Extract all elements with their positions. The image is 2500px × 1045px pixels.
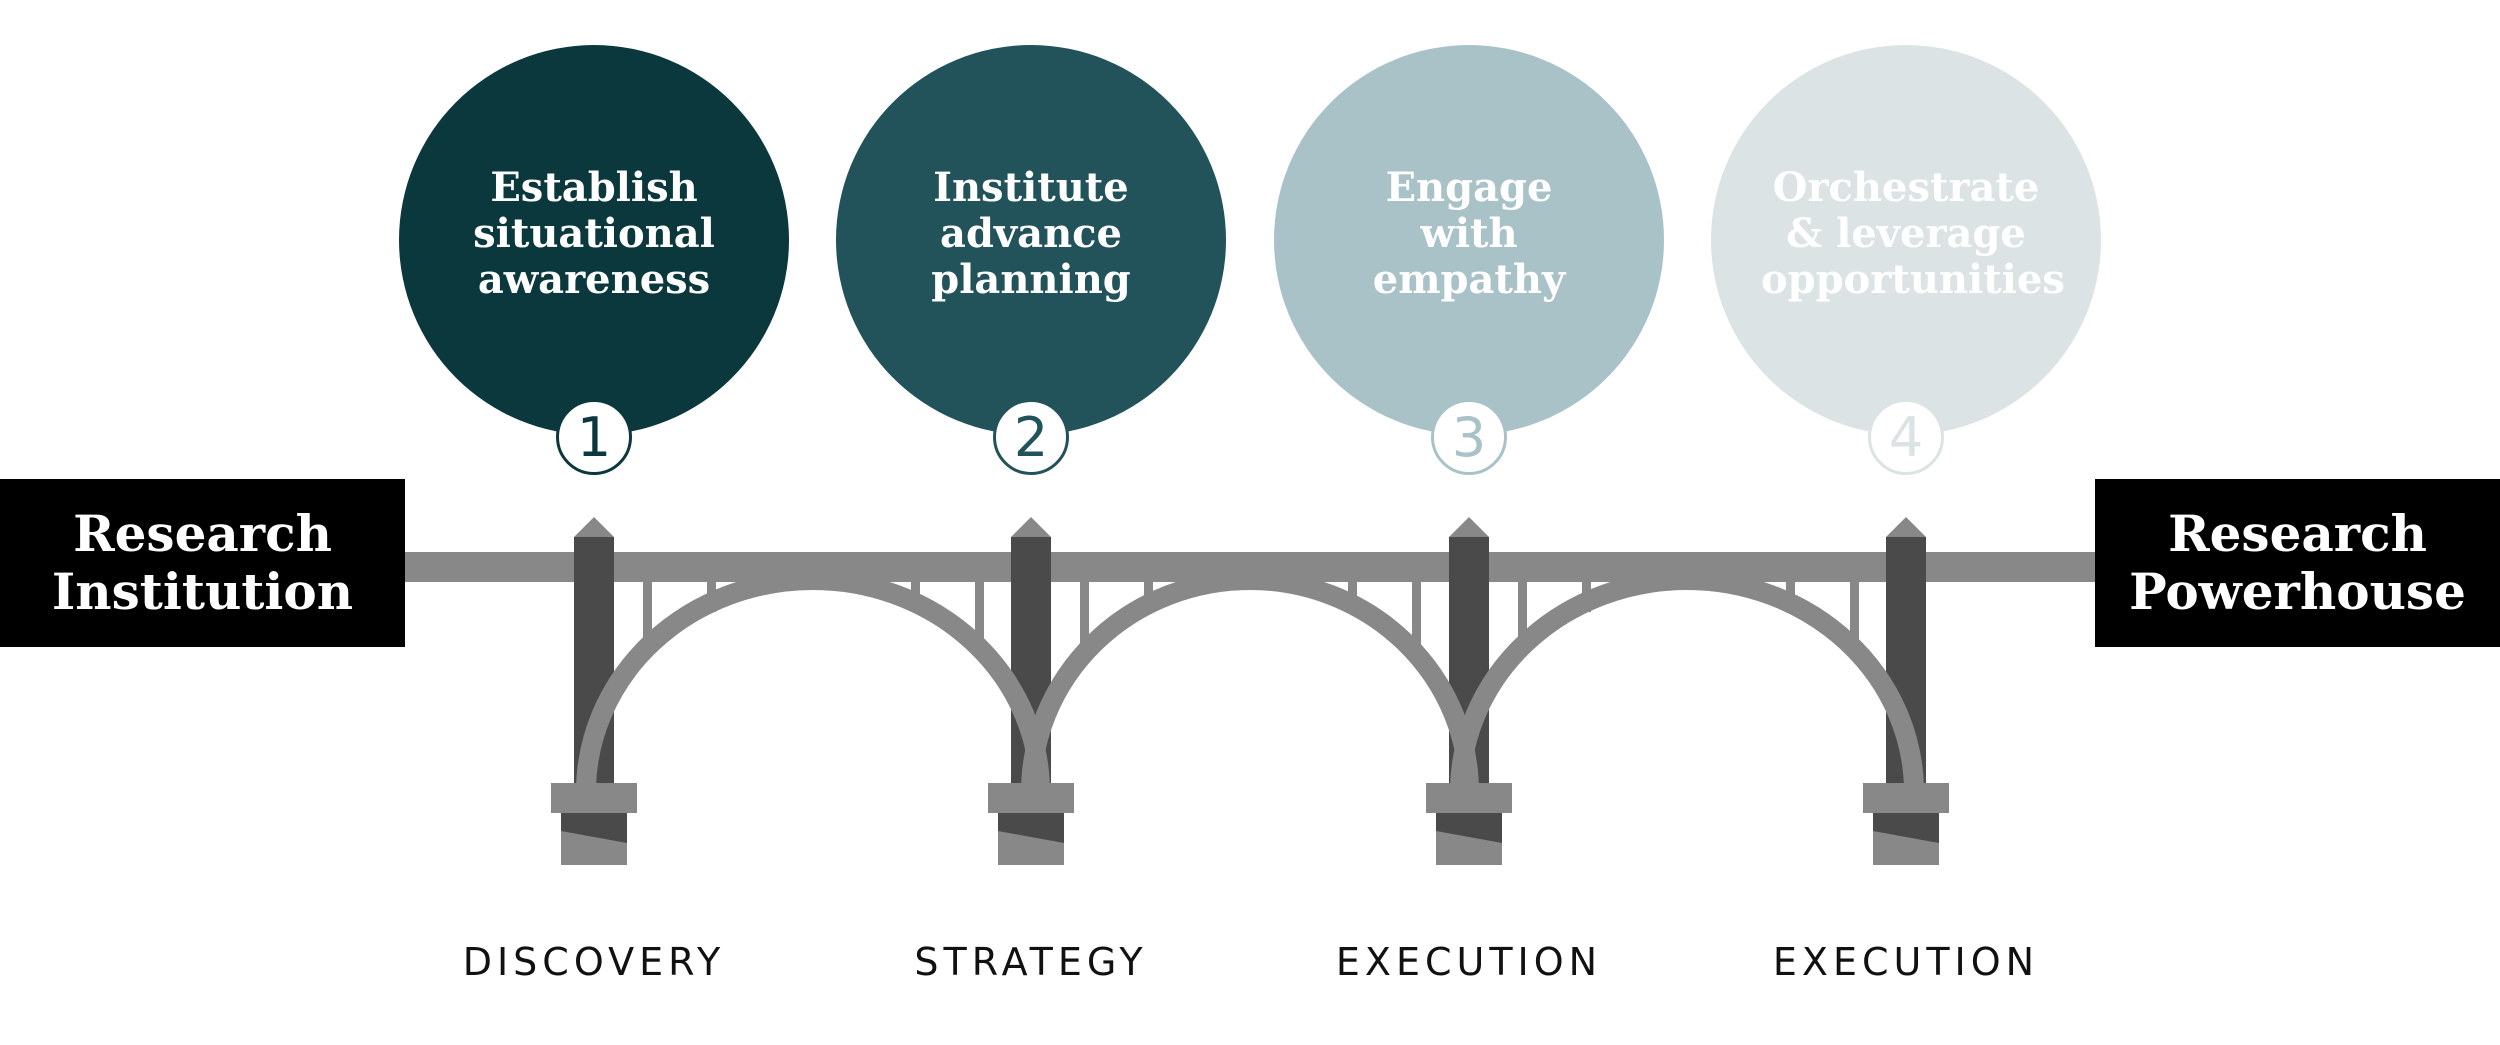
start-box: Research Institution <box>0 479 405 647</box>
phase-label-2: STRATEGY <box>914 940 1148 984</box>
step-circle-2: Institute advance planning <box>836 45 1226 435</box>
step-text-4: Orchestrate & leverage opportunities <box>1761 164 2065 303</box>
step-circle-3: Engage with empathy <box>1274 45 1664 435</box>
bridge-pillars <box>551 517 1949 865</box>
step-1-line-3: awareness <box>477 256 711 303</box>
arch-1 <box>576 570 1050 793</box>
step-circle-1: Establish situational awareness <box>399 45 789 435</box>
step-2-line-1: Institute <box>933 164 1129 211</box>
step-number-badge-4: 4 <box>1868 399 1944 475</box>
step-circle-4: Orchestrate & leverage opportunities <box>1711 45 2101 435</box>
step-1-line-2: situational <box>473 210 715 257</box>
arch-3 <box>1450 570 1924 793</box>
step-number-badge-2: 2 <box>993 399 1069 475</box>
phase-label-1: DISCOVERY <box>462 940 726 984</box>
arch-2 <box>1021 570 1479 793</box>
step-4-line-3: opportunities <box>1761 256 2065 303</box>
step-2-line-3: planning <box>931 256 1131 303</box>
end-box: Research Powerhouse <box>2095 479 2500 647</box>
start-label-line-2: Institution <box>51 562 354 621</box>
step-4-line-2: & leverage <box>1786 210 2026 257</box>
bridge-hangers <box>643 582 1859 650</box>
phase-label-4: EXECUTION <box>1772 940 2040 984</box>
end-label-line-2: Powerhouse <box>2129 562 2466 621</box>
step-3-line-3: empathy <box>1372 256 1566 303</box>
step-3-line-1: Engage <box>1385 164 1553 211</box>
step-number-badge-3: 3 <box>1431 399 1507 475</box>
step-text-2: Institute advance planning <box>886 165 1176 303</box>
step-3-line-2: with <box>1420 210 1518 257</box>
step-text-3: Engage with empathy <box>1324 165 1614 303</box>
start-label-line-1: Research <box>73 504 332 563</box>
bridge-arches <box>576 570 1924 793</box>
step-number-badge-1: 1 <box>556 399 632 475</box>
step-text-1: Establish situational awareness <box>449 165 739 303</box>
step-2-line-2: advance <box>940 210 1122 257</box>
phase-label-3: EXECUTION <box>1335 940 1603 984</box>
step-4-line-1: Orchestrate <box>1772 164 2040 211</box>
pillar-4 <box>1863 517 1949 865</box>
step-1-line-1: Establish <box>490 164 698 211</box>
end-label-line-1: Research <box>2168 504 2427 563</box>
